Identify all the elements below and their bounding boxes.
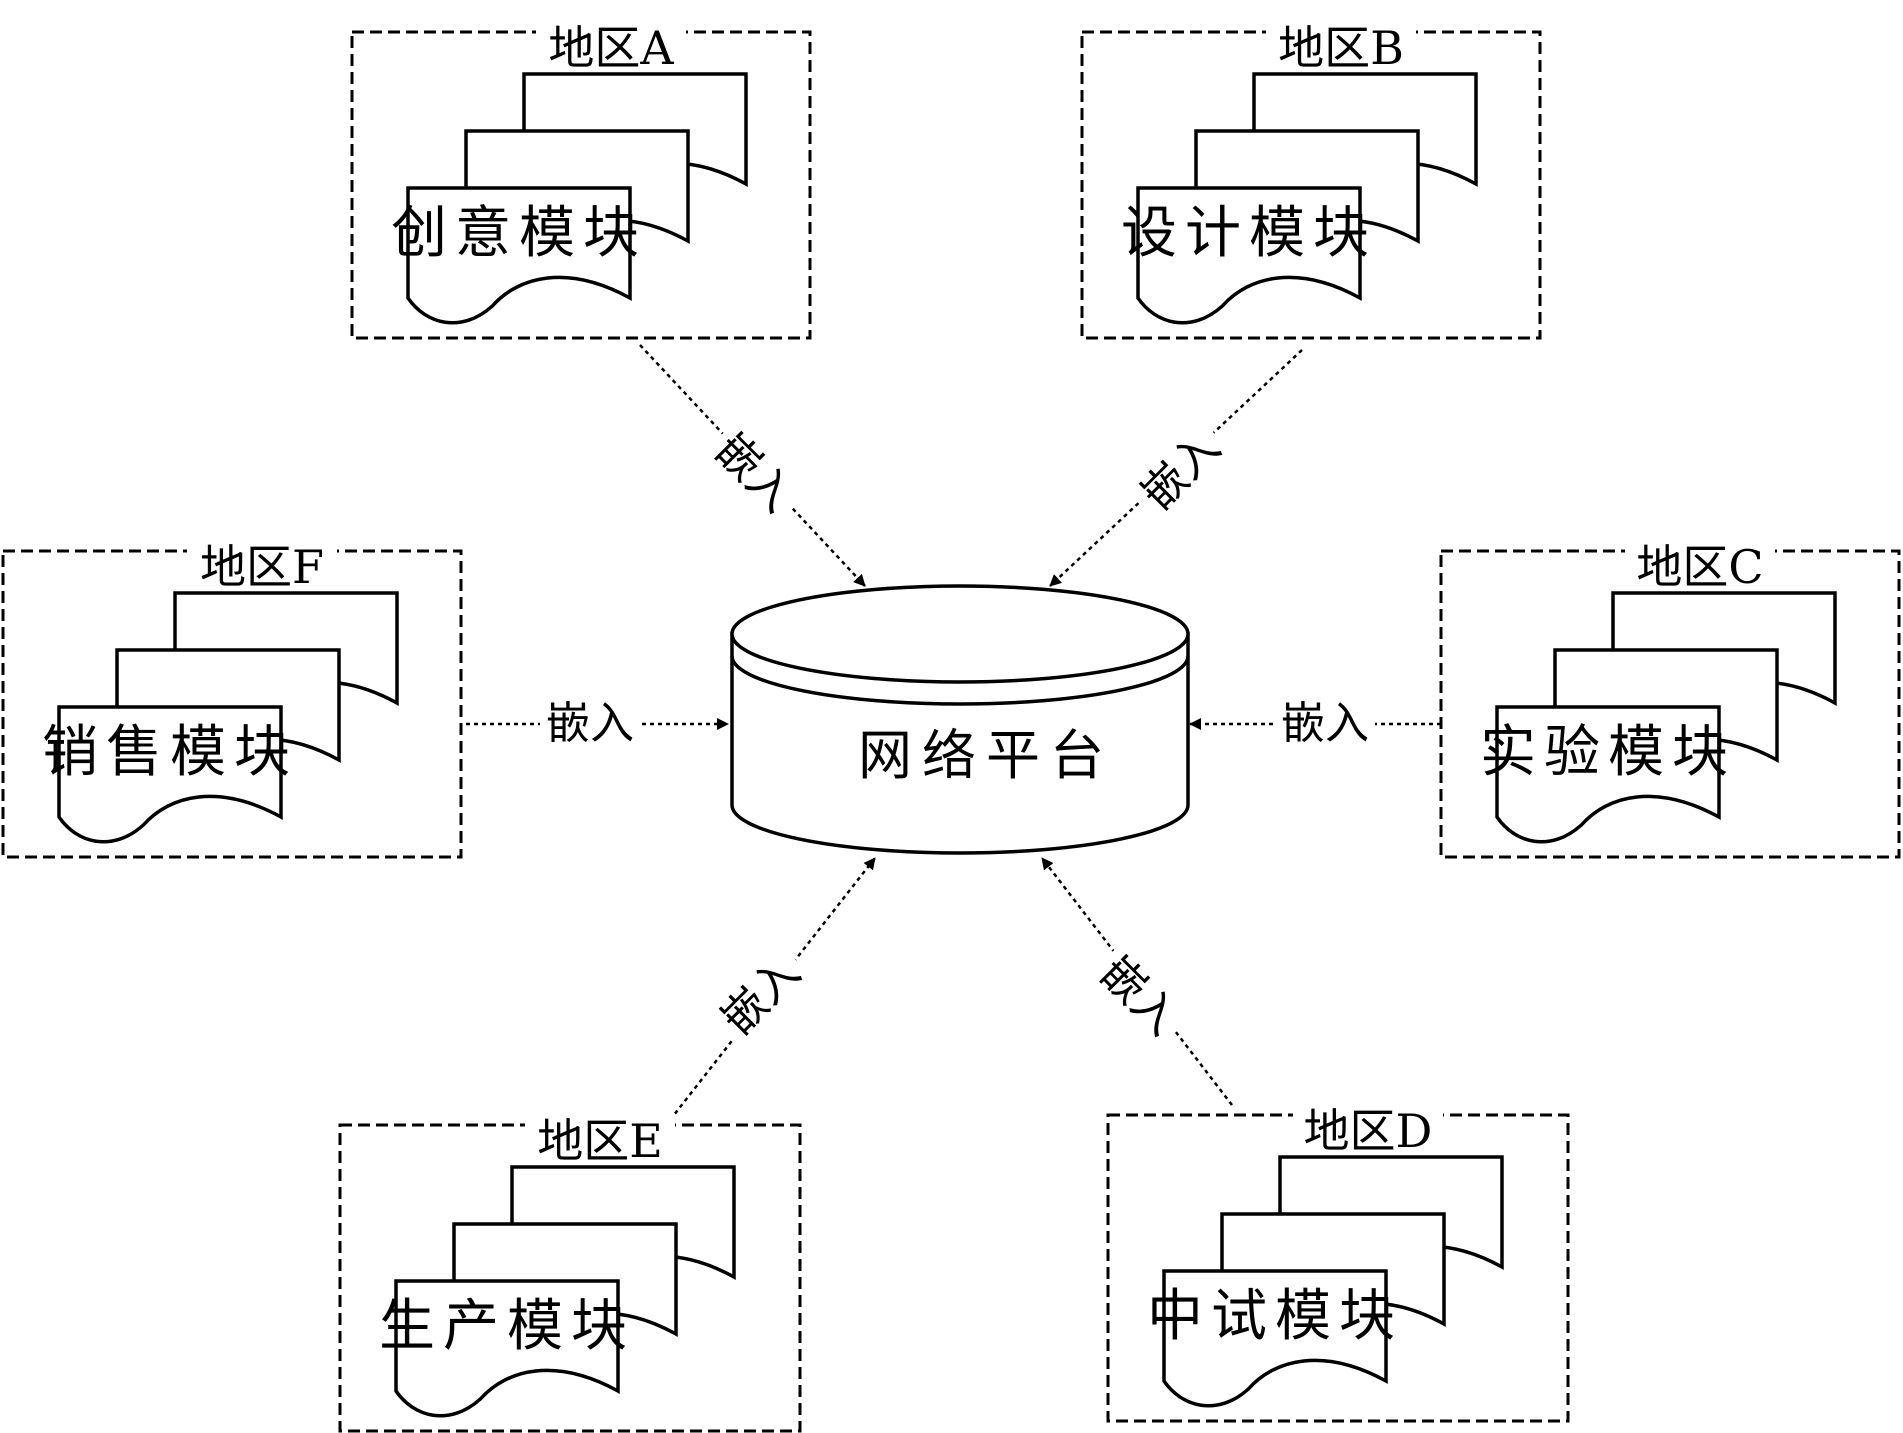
- document-stack-icon: [406, 72, 748, 325]
- region-b: 地区B 设计模块: [1080, 20, 1542, 340]
- module-label: 生产模块: [379, 1294, 635, 1359]
- embed-arrow: [1049, 349, 1303, 587]
- region-f: 地区F 销售模块: [1, 539, 463, 859]
- region-title-mask: [1625, 539, 1775, 587]
- region-title: 地区D: [1304, 1104, 1433, 1158]
- edge-d-to-platform: 嵌入: [1041, 857, 1233, 1106]
- region-title-mask: [187, 539, 337, 587]
- edge-label-mask: [1123, 413, 1234, 524]
- region-frame: [1439, 549, 1901, 859]
- edge-label-mask: [703, 938, 814, 1049]
- document-page-icon: [1136, 186, 1362, 325]
- region-frame: [338, 1123, 802, 1433]
- document-stack-icon: [1136, 72, 1478, 325]
- edge-label-mask: [701, 415, 812, 526]
- region-title-mask: [525, 1113, 675, 1161]
- region-frame: [1, 549, 463, 859]
- document-page-icon: [1162, 1269, 1388, 1408]
- document-stack-icon: [57, 591, 399, 844]
- document-page-icon: [394, 1279, 620, 1418]
- cylinder-top: [730, 584, 1190, 684]
- edge-b-to-platform: 嵌入: [1049, 349, 1303, 587]
- network-platform-cylinder: 网络平台: [730, 584, 1190, 855]
- edge-e-to-platform: 嵌入: [669, 857, 876, 1121]
- region-title: 地区B: [1278, 21, 1404, 75]
- region-title-mask: [1293, 1103, 1443, 1151]
- region-title: 地区E: [537, 1114, 663, 1168]
- cylinder-body: [730, 632, 1190, 855]
- region-title: 地区A: [548, 21, 674, 75]
- region-frame: [350, 30, 812, 340]
- region-d: 地区D 中试模块: [1106, 1103, 1570, 1423]
- region-c: 地区C 实验模块: [1439, 539, 1901, 859]
- module-label: 设计模块: [1121, 201, 1377, 266]
- edge-label-mask: [1275, 692, 1375, 748]
- edge-a-to-platform: 嵌入: [639, 344, 866, 587]
- edge-c-to-platform: 嵌入: [1189, 692, 1441, 749]
- region-e: 地区E 生产模块: [338, 1113, 802, 1433]
- edge-f-to-platform: 嵌入: [466, 692, 729, 749]
- document-stack-icon: [1495, 591, 1837, 844]
- cylinder-ring: [730, 655, 1190, 706]
- document-stack-icon: [1162, 1155, 1504, 1408]
- module-label: 销售模块: [42, 720, 298, 785]
- platform-label: 网络平台: [858, 724, 1114, 787]
- region-a: 地区A 创意模块: [350, 20, 812, 340]
- module-label: 中试模块: [1147, 1284, 1403, 1349]
- embed-arrow: [639, 344, 866, 587]
- region-title: 地区C: [1636, 540, 1763, 594]
- document-page-icon: [406, 186, 632, 325]
- module-label: 实验模块: [1480, 720, 1736, 785]
- edge-label-mask: [540, 692, 640, 748]
- region-frame: [1080, 30, 1542, 340]
- region-frame: [1106, 1113, 1570, 1423]
- document-page-icon: [57, 705, 283, 844]
- module-label: 创意模块: [391, 201, 647, 266]
- embed-label: 嵌入: [546, 698, 634, 749]
- region-title-mask: [1266, 20, 1416, 68]
- region-title-mask: [536, 20, 686, 68]
- document-page-icon: [1495, 705, 1721, 844]
- document-stack-icon: [394, 1165, 736, 1418]
- edge-label-mask: [1086, 938, 1197, 1049]
- region-title: 地区F: [200, 540, 324, 594]
- embed-label: 嵌入: [1281, 698, 1369, 749]
